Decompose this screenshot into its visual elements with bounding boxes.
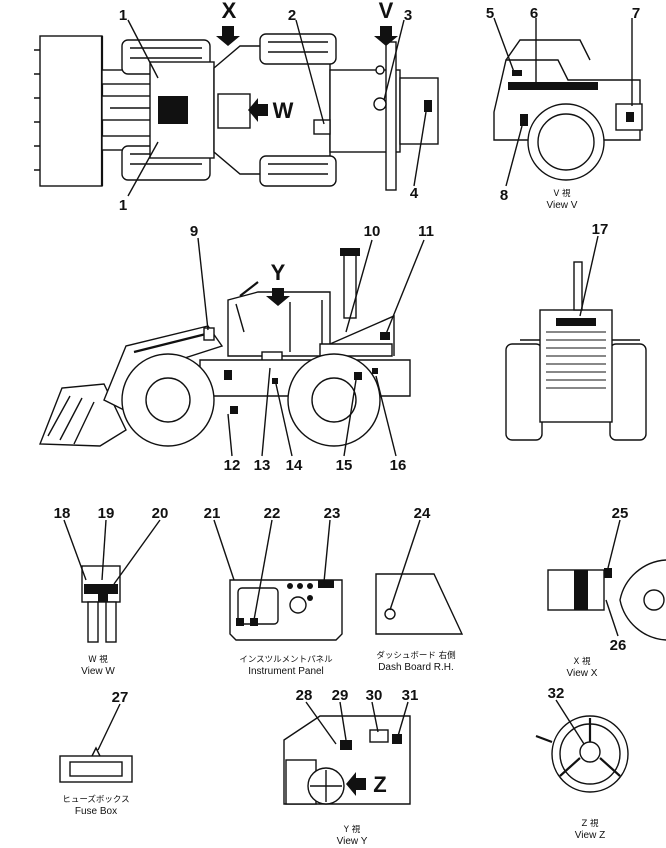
- view-z-caption-jp: Z 視: [581, 818, 599, 829]
- top-view-drawing: [34, 33, 439, 191]
- label-w: W: [273, 98, 294, 123]
- callout-26: 26: [610, 637, 627, 654]
- direction-z-arrow: Z: [346, 772, 387, 797]
- callout-19: 19: [98, 505, 115, 522]
- callout-27: 27: [112, 689, 129, 706]
- rear-view-drawing: [505, 261, 647, 441]
- callout-13: 13: [254, 457, 271, 474]
- callout-30: 30: [366, 687, 383, 704]
- label-y: Y: [271, 260, 286, 285]
- view-z-caption: View Z: [575, 830, 605, 841]
- callout-6: 6: [530, 5, 538, 22]
- dash-board-caption-jp: ダッシュボード 右側: [376, 650, 455, 661]
- view-y-drawing: [283, 715, 411, 805]
- callout-7: 7: [632, 5, 640, 22]
- label-z: Z: [373, 772, 386, 797]
- fuse-box-caption: Fuse Box: [75, 806, 117, 817]
- fuse-box-drawing: [59, 746, 133, 783]
- callout-15: 15: [336, 457, 353, 474]
- callout-22: 22: [264, 505, 281, 522]
- view-w-caption: View W: [81, 666, 115, 677]
- dash-board-caption: Dash Board R.H.: [378, 662, 454, 673]
- callout-8: 8: [500, 187, 508, 204]
- view-y-caption-jp: Y 視: [343, 824, 361, 835]
- fuse-box-caption-jp: ヒューズボックス: [62, 794, 129, 805]
- instrument-panel-caption-jp: インスツルメントパネル: [239, 655, 333, 665]
- view-x-caption-jp: X 視: [573, 656, 591, 667]
- callout-1-lower: 1: [119, 197, 127, 214]
- direction-y-arrow: Y: [266, 260, 290, 306]
- callout-3: 3: [404, 7, 412, 24]
- callout-16: 16: [390, 457, 407, 474]
- callout-23: 23: [324, 505, 341, 522]
- label-x: X: [222, 0, 237, 23]
- callout-numbers: 1 1 2 3 4 5 6 7 8 9 10 11 12 13 14 15 16…: [54, 5, 641, 706]
- view-v-caption-jp: V 視: [553, 188, 571, 199]
- callout-31: 31: [402, 687, 419, 704]
- callout-28: 28: [296, 687, 313, 704]
- callout-5: 5: [486, 5, 494, 22]
- callout-14: 14: [286, 457, 303, 474]
- callout-24: 24: [414, 505, 431, 522]
- view-y-caption: View Y: [337, 836, 368, 847]
- instrument-panel-drawing: [229, 579, 343, 641]
- direction-x-arrow: X: [216, 0, 240, 46]
- callout-11: 11: [418, 223, 434, 240]
- callout-9: 9: [190, 223, 198, 240]
- callout-25: 25: [612, 505, 629, 522]
- instrument-panel-caption: Instrument Panel: [248, 666, 324, 677]
- view-w-drawing: [81, 565, 121, 643]
- callout-12: 12: [224, 457, 241, 474]
- callout-18: 18: [54, 505, 71, 522]
- callout-17: 17: [592, 221, 609, 238]
- callout-29: 29: [332, 687, 349, 704]
- callout-4: 4: [410, 185, 419, 202]
- view-w-caption-jp: W 視: [88, 654, 108, 665]
- callout-20: 20: [152, 505, 169, 522]
- callout-21: 21: [204, 505, 221, 522]
- side-view-drawing: [38, 248, 411, 447]
- callout-1-upper: 1: [119, 7, 127, 24]
- view-captions: V 視 View V W 視 View W インスツルメントパネル Instru…: [62, 188, 605, 847]
- direction-v-arrow: V: [374, 0, 398, 46]
- view-x-drawing: [547, 559, 666, 641]
- dash-board-drawing: [375, 573, 464, 635]
- callout-32: 32: [548, 685, 565, 702]
- view-v-caption: View V: [547, 200, 578, 211]
- leader-lines: [63, 17, 633, 751]
- callout-2: 2: [288, 7, 296, 24]
- view-z-drawing: [535, 715, 629, 793]
- view-v-drawing: [493, 39, 643, 181]
- direction-w-arrow: W: [248, 98, 294, 123]
- callout-10: 10: [364, 223, 381, 240]
- view-x-caption: View X: [567, 668, 598, 679]
- label-v: V: [379, 0, 394, 23]
